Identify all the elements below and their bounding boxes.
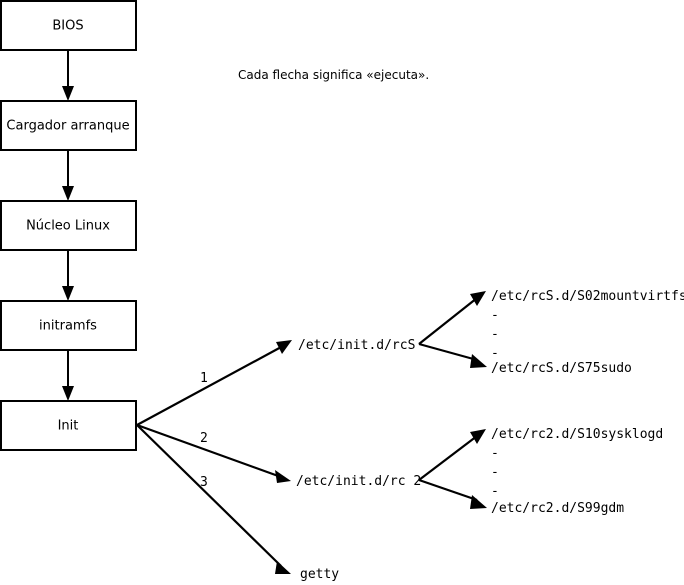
arrow-head-icon — [470, 291, 486, 306]
note-label: Cada flecha significa «ejecuta». — [238, 68, 429, 82]
arrow-head-icon — [62, 286, 74, 301]
arrow-head-icon — [62, 86, 74, 101]
node-init-box — [0, 400, 137, 451]
boot-chain-group: BIOS Cargador arranque Núcleo Linux init… — [0, 0, 137, 451]
branch-rcs-to-last — [418, 342, 487, 368]
branch-number-3: 3 — [200, 475, 208, 490]
branch-rc2-to-first — [418, 429, 486, 481]
rcs-script-last: /etc/rcS.d/S75sudo — [491, 361, 632, 376]
node-bootloader-label: Cargador arranque — [6, 119, 129, 134]
branch-1-to-rcs: 1 — [136, 340, 292, 426]
branch-number-1: 1 — [200, 371, 208, 386]
arrow-head-icon — [275, 561, 291, 574]
node-initramfs: initramfs — [0, 300, 137, 351]
arrow-bootloader-to-kernel — [62, 150, 74, 201]
rcs-script-first: /etc/rcS.d/S02mountvirtfs — [491, 289, 684, 304]
rc2-scripts-group: /etc/rc2.d/S10sysklogd - - - /etc/rc2.d/… — [418, 427, 663, 516]
target-label-getty: getty — [300, 567, 339, 582]
rc2-script-first: /etc/rc2.d/S10sysklogd — [491, 427, 663, 442]
rcs-ellipsis-dash: - — [491, 308, 499, 323]
branch-rc2-to-last — [418, 478, 487, 509]
target-label-rcs: /etc/init.d/rcS — [298, 338, 415, 353]
arrow-head-icon — [470, 495, 487, 509]
node-bios: BIOS — [0, 0, 137, 51]
arrow-bios-to-bootloader — [62, 50, 74, 101]
node-bootloader: Cargador arranque — [0, 100, 137, 151]
init-fanout-group: 1 2 3 /etc/init.d/rcS /etc/init.d/rc 2 g… — [136, 338, 421, 582]
arrow-kernel-to-initramfs — [62, 250, 74, 301]
branch-3-to-getty: 3 — [136, 424, 291, 574]
arrow-head-icon — [470, 354, 487, 368]
arrow-head-icon — [62, 386, 74, 401]
rc2-ellipsis-dash: - — [491, 484, 499, 499]
node-kernel-box — [0, 200, 137, 251]
rcs-ellipsis-dash: - — [491, 327, 499, 342]
arrow-head-icon — [275, 470, 291, 483]
node-init-label: Init — [58, 419, 79, 434]
rc2-ellipsis-dash: - — [491, 465, 499, 480]
chain-arrows-group — [62, 50, 74, 401]
node-initramfs-label: initramfs — [39, 319, 97, 334]
rcs-scripts-group: /etc/rcS.d/S02mountvirtfs - - - /etc/rcS… — [418, 289, 684, 376]
node-kernel: Núcleo Linux — [0, 200, 137, 251]
target-label-rc2: /etc/init.d/rc 2 — [296, 474, 421, 489]
arrow-head-icon — [62, 186, 74, 201]
node-init: Init — [0, 400, 137, 451]
branch-rcs-to-first — [418, 291, 486, 345]
branch-number-2: 2 — [200, 431, 208, 446]
node-initramfs-box — [0, 300, 137, 351]
rc2-ellipsis-dash: - — [491, 446, 499, 461]
rcs-ellipsis-dash: - — [491, 346, 499, 361]
arrow-head-icon — [276, 340, 292, 354]
branch-2-to-rc2: 2 — [136, 423, 291, 483]
node-bios-box — [0, 0, 137, 51]
arrow-initramfs-to-init — [62, 350, 74, 401]
node-kernel-label: Núcleo Linux — [26, 219, 110, 234]
node-bios-label: BIOS — [52, 19, 83, 34]
arrow-head-icon — [470, 429, 486, 444]
rc2-script-last: /etc/rc2.d/S99gdm — [491, 501, 624, 516]
